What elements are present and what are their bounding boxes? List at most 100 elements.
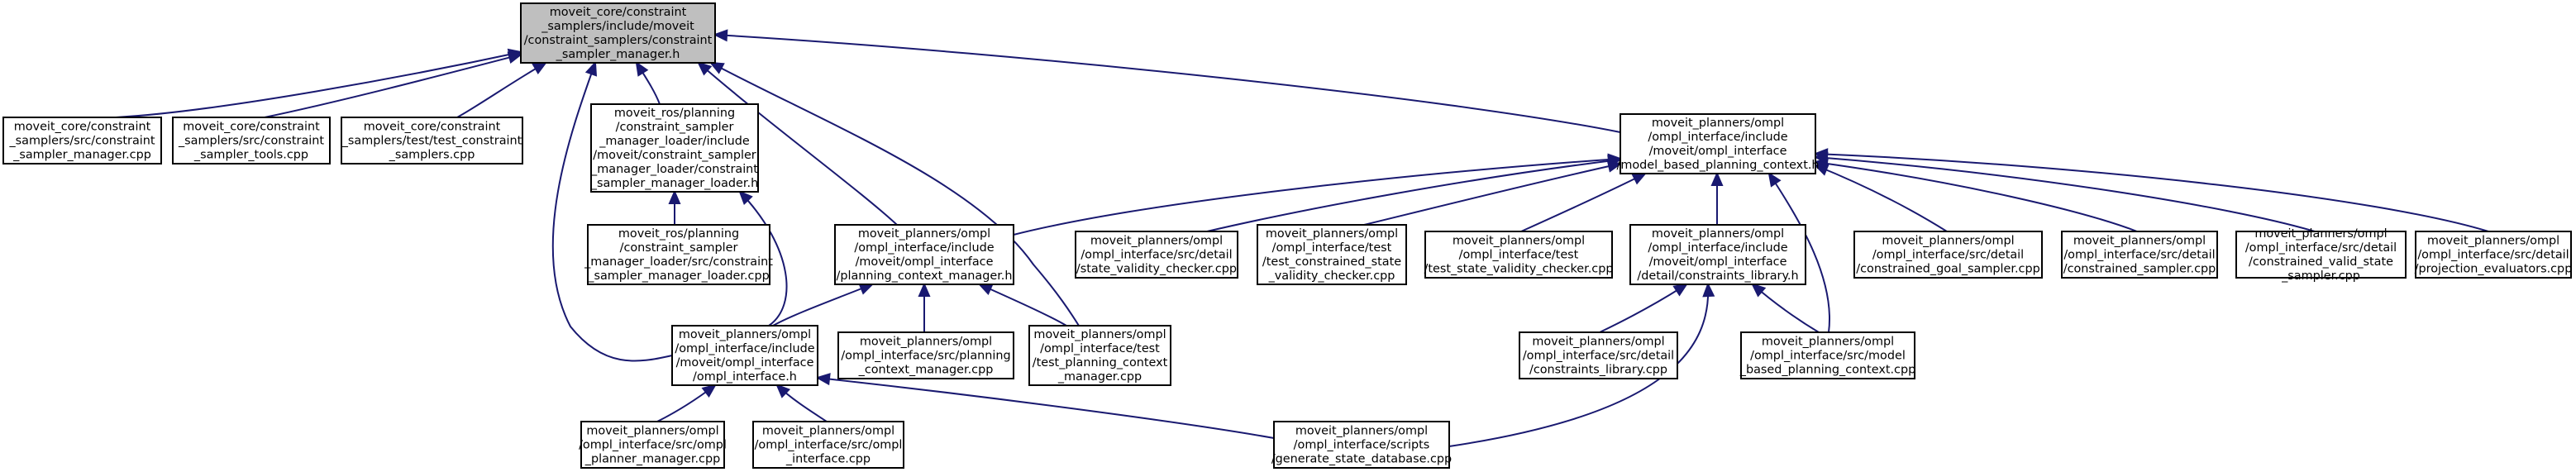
node-label-line: /ompl_interface/scripts [1294, 439, 1430, 452]
node-label-line: /ompl_interface/src/model [1750, 350, 1906, 363]
node-box [172, 117, 331, 164]
node-label-line: moveit_core/constraint [364, 121, 501, 134]
node-label-line: /detail/constraints_library.h [1637, 269, 1798, 283]
edge-mbpc_h-to-pcm_h [1013, 153, 1623, 236]
node-label-line: /ompl_interface/include [1648, 241, 1787, 255]
edge-pcm_cpp-to-pcm_h [918, 282, 931, 332]
node-label-line: /state_validity_checker.cpp [1076, 263, 1237, 276]
edge-arrowhead [1631, 172, 1648, 185]
graph-node-tsvc-cpp[interactable]: moveit_planners/ompl/ompl_interface/test… [1424, 231, 1614, 279]
graph-node-oi-h[interactable]: moveit_planners/ompl/ompl_interface/incl… [671, 325, 818, 386]
edge-line [698, 62, 898, 226]
edge-line [710, 62, 1080, 327]
graph-node-pcm-cpp[interactable]: moveit_planners/ompl/ompl_interface/src/… [837, 331, 1014, 379]
node-label-line: _interface.cpp [785, 453, 871, 466]
edge-arrowhead [584, 60, 598, 77]
node-label-line: /ompl_interface/src/detail [1080, 249, 1232, 262]
edge-pcm_h-to-root [697, 61, 898, 226]
edge-mbpc_h-to-cvss_cpp [1813, 151, 2316, 232]
edge-csml_cpp-to-csml_h [668, 189, 681, 225]
node-label-line: /constrained_goal_sampler.cpp [1856, 263, 2040, 276]
graph-node-mbpc-cpp[interactable]: moveit_planners/ompl/ompl_interface/src/… [1739, 331, 1915, 379]
graph-node-tcsvc-cpp[interactable]: moveit_planners/ompl/ompl_interface/test… [1257, 224, 1407, 285]
node-box [341, 117, 523, 164]
edge-mbpc_h-to-cl_h [1710, 171, 1724, 225]
graph-node-tpcm-cpp[interactable]: moveit_planners/ompl/ompl_interface/test… [1028, 325, 1171, 386]
node-label-line: moveit_core/constraint [14, 121, 151, 134]
graph-node-mbpc-h[interactable]: moveit_planners/ompl/ompl_interface/incl… [1616, 113, 1820, 174]
node-label-line: /projection_evaluators.cpp [2415, 263, 2573, 276]
graph-node-opm-cpp[interactable]: moveit_planners/ompl/ompl_interface/src/… [579, 421, 727, 469]
edge-mbpc_h-to-svc_cpp [1206, 155, 1623, 232]
node-box [1629, 224, 1806, 285]
edge-arrowhead [918, 282, 931, 297]
edge-oi_h-to-csml_h [738, 190, 788, 327]
node-label-line: moveit_planners/ompl [762, 425, 894, 438]
graph-node-cs-cpp[interactable]: moveit_planners/ompl/ompl_interface/src/… [2061, 231, 2218, 279]
graph-node-cst-cpp[interactable]: moveit_core/constraint_samplers/src/cons… [172, 117, 331, 164]
graph-node-svc-cpp[interactable]: moveit_planners/ompl/ompl_interface/src/… [1075, 231, 1238, 279]
node-label-line: /test_state_validity_checker.cpp [1424, 263, 1614, 276]
graph-node-oi-cpp[interactable]: moveit_planners/ompl/ompl_interface/src/… [752, 421, 904, 469]
graph-node-pcm-h[interactable]: moveit_planners/ompl/ompl_interface/incl… [834, 224, 1014, 285]
node-label-line: /ompl_interface/src/detail [1872, 249, 2024, 262]
node-label-line: moveit_planners/ompl [1882, 235, 2014, 248]
edge-arrowhead [815, 373, 831, 386]
edge-mbpc_h-to-root [713, 29, 1621, 133]
edge-oi_h-to-root [551, 60, 673, 362]
node-label-line: _validity_checker.cpp [1268, 269, 1395, 283]
graph-node-pe-cpp[interactable]: moveit_planners/ompl/ompl_interface/src/… [2415, 231, 2573, 279]
graph-node-root[interactable]: moveit_core/constraint_samplers/include/… [520, 2, 716, 64]
graph-node-csml-h[interactable]: moveit_ros/planning/constraint_sampler_m… [590, 103, 759, 193]
node-label-line: moveit_ros/planning [618, 227, 739, 241]
node-label-line: /planning_context_manager.h [837, 269, 1013, 283]
node-label-line: _samplers/src/constraint [178, 135, 324, 148]
graph-node-csml-cpp[interactable]: moveit_ros/planning/constraint_sampler_m… [584, 224, 773, 285]
edge-arrowhead [1702, 282, 1715, 298]
edge-arrowhead [1813, 148, 1829, 161]
node-label-line: /ompl_interface/include [675, 342, 814, 355]
edge-arrowhead [668, 189, 681, 204]
node-label-line: /constrained_valid_state [2249, 255, 2393, 269]
node-label-line: _sampler_manager_loader.h [590, 177, 758, 190]
edge-mbpc_cpp-to-cl_h [1751, 283, 1820, 333]
node-label-line: /ompl_interface/src/ompl [755, 439, 903, 452]
node-box [1519, 331, 1678, 379]
edge-line [1206, 159, 1621, 232]
node-box [2061, 231, 2218, 279]
graph-node-gsd-cpp[interactable]: moveit_planners/ompl/ompl_interface/scri… [1271, 421, 1452, 469]
node-label-line: /test_constrained_state [1262, 255, 1401, 269]
node-label-line: /moveit/ompl_interface [1649, 145, 1787, 158]
node-label-line: /constraint_sampler [620, 241, 738, 255]
node-box [1028, 325, 1171, 386]
graph-edges [115, 29, 2489, 447]
edge-gsd_cpp-to-oi_h [815, 373, 1275, 439]
edge-line [1815, 164, 1948, 232]
edge-line [1815, 161, 2138, 232]
graph-node-cl-cpp[interactable]: moveit_planners/ompl/ompl_interface/src/… [1519, 331, 1678, 379]
node-box [2235, 231, 2407, 279]
graph-node-cvss-cpp[interactable]: moveit_planners/ompl/ompl_interface/src/… [2235, 227, 2407, 283]
edge-line [1815, 153, 2489, 232]
edge-arrowhead [507, 51, 523, 64]
graph-node-cgs-cpp[interactable]: moveit_planners/ompl/ompl_interface/src/… [1853, 231, 2043, 279]
node-box [1424, 231, 1613, 279]
graph-node-test-cs-cpp[interactable]: moveit_core/constraint_samplers/test/tes… [341, 117, 523, 164]
node-label-line: moveit_planners/ompl [679, 328, 811, 341]
node-label-line: moveit_planners/ompl [1652, 117, 1784, 130]
node-label-line: /moveit/ompl_interface [856, 255, 994, 269]
edge-opm_cpp-to-oi_h [656, 384, 718, 422]
edge-mbpc_h-to-pe_cpp [1813, 148, 2489, 232]
node-label-line: _sampler_manager_loader.cpp [587, 269, 769, 283]
node-label-line: /constraints_library.cpp [1529, 364, 1667, 377]
edge-arrowhead [635, 60, 649, 77]
edge-arrowhead [977, 283, 994, 296]
edge-mbpc_h-to-mbpc_cpp [1767, 171, 1830, 333]
graph-node-cl-h[interactable]: moveit_planners/ompl/ompl_interface/incl… [1629, 224, 1806, 285]
node-label-line: moveit_planners/ompl [1266, 227, 1398, 241]
node-label-line: /test_planning_context [1033, 356, 1168, 369]
graph-node-csm-cpp[interactable]: moveit_core/constraint_samplers/src/cons… [2, 117, 162, 164]
edge-arrowhead [858, 283, 875, 295]
node-label-line: /moveit/ompl_interface [676, 356, 814, 369]
